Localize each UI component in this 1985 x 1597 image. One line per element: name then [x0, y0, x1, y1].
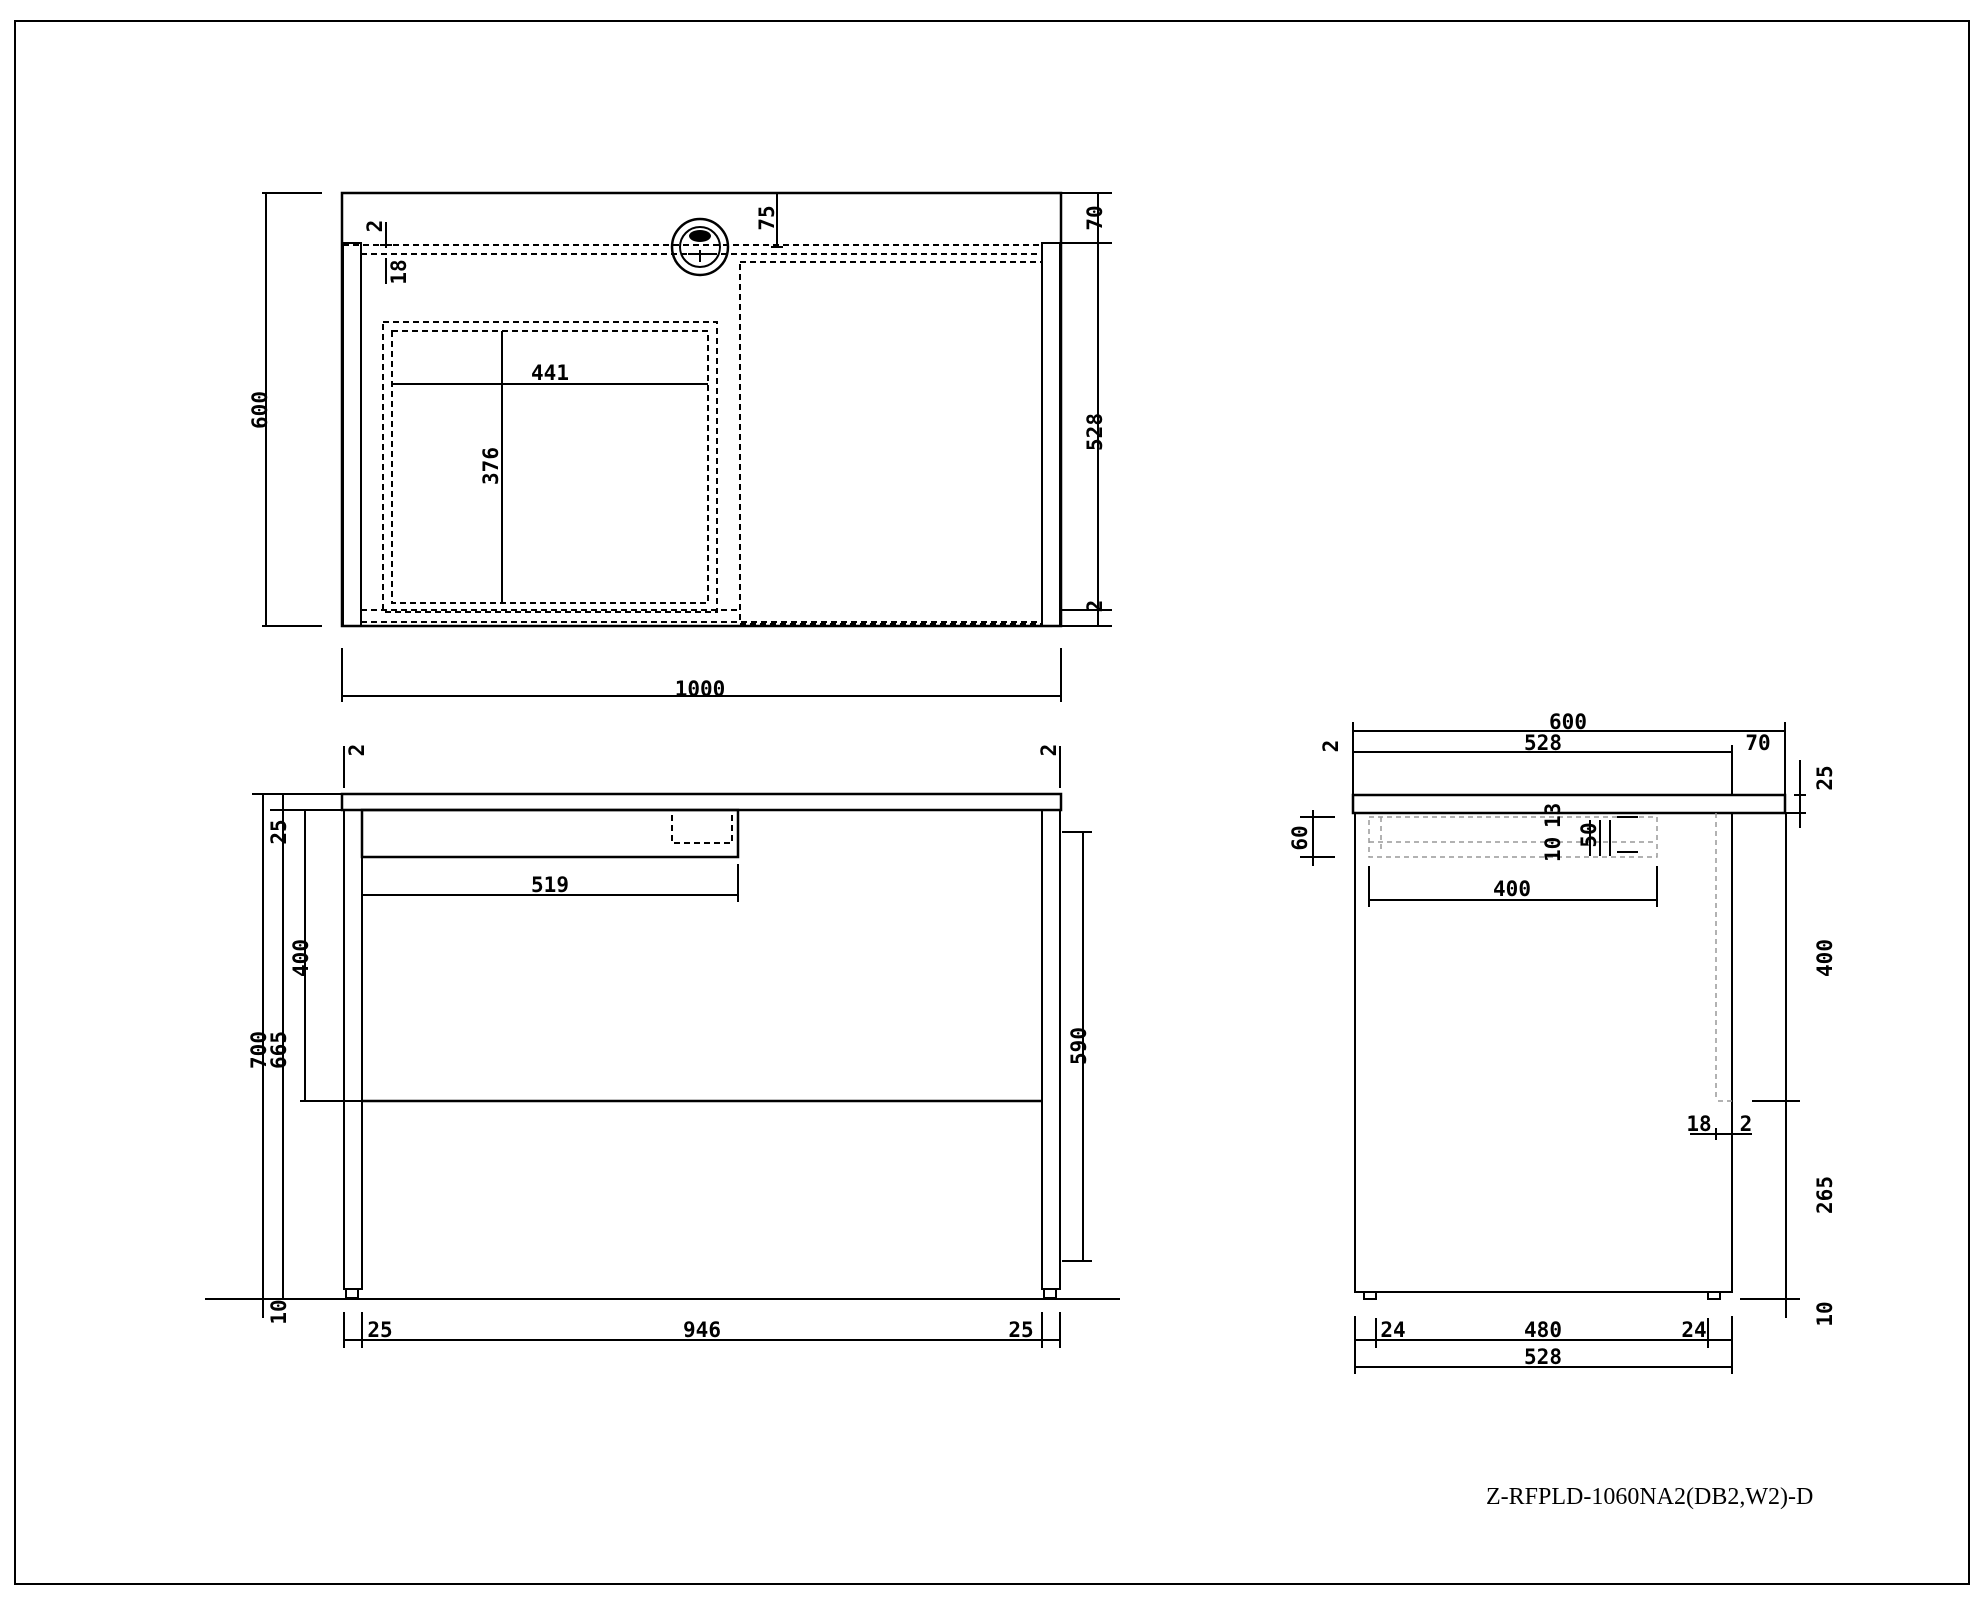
dim-base-left: 24 — [1380, 1318, 1405, 1342]
desktop-side — [1351, 793, 1787, 815]
dim-panel-gap-side: 2 — [1740, 1112, 1753, 1136]
dim-line-heights-side — [1732, 812, 1800, 1318]
dim-depth: 600 — [248, 391, 272, 429]
dim-side-gap: 2 — [1083, 600, 1107, 613]
dim-line-top-gaps — [343, 746, 1061, 788]
right-foot-front — [1043, 1288, 1057, 1299]
dim-line-leg-height — [1062, 831, 1092, 1262]
dim-top-gap-left: 2 — [345, 744, 369, 757]
dim-inner-height: 665 — [267, 1031, 291, 1069]
side-panel — [1354, 813, 1733, 1293]
modesty-panel-hidden-side — [1715, 813, 1732, 1102]
dim-top-thickness: 25 — [267, 819, 291, 844]
right-leg-front — [1041, 809, 1061, 1290]
dim-inner-depth: 528 — [1083, 413, 1107, 451]
dim-foot-side: 10 — [1813, 1301, 1837, 1326]
left-foot-front — [345, 1288, 359, 1299]
drawer-outline-outer — [382, 321, 718, 613]
dim-line-depths-side — [1352, 722, 1786, 795]
dim-overhang: 70 — [1745, 731, 1770, 755]
dim-line-panel-side — [1690, 1128, 1752, 1140]
drawing-code: Z-RFPLD-1060NA2(DB2,W2)-D — [1486, 1484, 1813, 1510]
dim-width: 1000 — [675, 677, 726, 701]
drawer-front — [360, 808, 740, 859]
dim-leg-height: 590 — [1067, 1027, 1091, 1065]
dim-modesty-height: 400 — [1813, 939, 1837, 977]
dim-span: 946 — [683, 1318, 721, 1342]
dim-depth-side: 600 — [1549, 710, 1587, 734]
dim-line-small — [380, 222, 392, 284]
right-leg-plan — [1041, 242, 1061, 627]
grommet-slot-icon — [689, 230, 711, 242]
dim-base-right: 24 — [1681, 1318, 1706, 1342]
dim-line-width — [341, 648, 1062, 702]
dim-front-strip: 70 — [1083, 205, 1107, 230]
dim-line-depth — [262, 192, 322, 627]
dim-base-total: 528 — [1524, 1345, 1562, 1369]
plan-view: 1000 600 70 528 2 75 2 18 441 376 — [248, 191, 1112, 702]
dim-height: 700 — [247, 1031, 271, 1069]
dim-line-depth-parts — [1061, 192, 1112, 627]
dim-line-base-side — [1354, 1316, 1733, 1374]
dim-drawer-depth-side: 400 — [1493, 877, 1531, 901]
drawer-runner-hidden — [1369, 817, 1657, 852]
dim-top-gap-right: 2 — [1037, 744, 1061, 757]
dim-leg-left: 25 — [367, 1318, 392, 1342]
drawer-side-hidden — [1368, 816, 1658, 858]
left-leg-front — [343, 809, 363, 1290]
dim-drawer-depth: 376 — [479, 447, 503, 485]
grommet-cross-icon — [688, 250, 712, 262]
drawer-outline-inner — [391, 330, 709, 604]
right-foot-side — [1707, 1291, 1721, 1300]
dim-drawer-face: 60 — [1288, 825, 1312, 850]
dim-line-drawer-face — [1300, 810, 1335, 866]
dim-10-side: 10 — [1541, 837, 1565, 862]
sheet-border — [14, 20, 1970, 1585]
dim-drawer-height: 400 — [289, 939, 313, 977]
dim-inner-depth-side: 528 — [1524, 731, 1562, 755]
dim-line-drawer-depth-side — [1368, 866, 1658, 907]
grommet-inner-icon — [679, 226, 721, 268]
desktop-outline — [340, 191, 1063, 628]
dim-line-grommet — [771, 193, 783, 248]
drawer-handle-hidden — [671, 815, 733, 844]
dim-lower-height: 265 — [1813, 1176, 1837, 1214]
dim-left-gap-side: 2 — [1319, 740, 1343, 753]
desktop-front — [340, 792, 1063, 812]
dim-line-top-side — [1794, 760, 1806, 828]
side-view: 600 528 70 2 25 60 10 13 50 400 400 265 … — [1288, 710, 1837, 1374]
dim-line-spans — [343, 1312, 1061, 1348]
grommet-outer-icon — [670, 217, 730, 277]
dim-50-side: 50 — [1577, 822, 1601, 847]
dim-13-side: 13 — [1541, 803, 1565, 828]
dim-line-drawer-details — [1589, 816, 1638, 856]
dim-panel-thickness: 18 — [387, 259, 411, 284]
left-leg-plan — [342, 242, 362, 627]
dim-foot: 10 — [267, 1299, 291, 1324]
dim-grommet-offset: 75 — [755, 205, 779, 230]
front-view: 2 2 700 665 25 400 10 519 590 25 946 25 — [205, 744, 1120, 1348]
dim-top-thickness-side: 25 — [1813, 765, 1837, 790]
dim-leg-right: 25 — [1008, 1318, 1033, 1342]
dim-drawer-width-front: 519 — [531, 873, 569, 897]
modesty-panel-hidden — [739, 261, 1043, 625]
dim-line-heights — [252, 793, 362, 1318]
dim-base-mid: 480 — [1524, 1318, 1562, 1342]
dim-panel-thickness-side: 18 — [1686, 1112, 1711, 1136]
dim-drawer-width: 441 — [531, 361, 569, 385]
dim-line-drawer-width-front — [361, 864, 739, 902]
left-foot-side — [1363, 1291, 1377, 1300]
dim-top-gap: 2 — [363, 220, 387, 233]
